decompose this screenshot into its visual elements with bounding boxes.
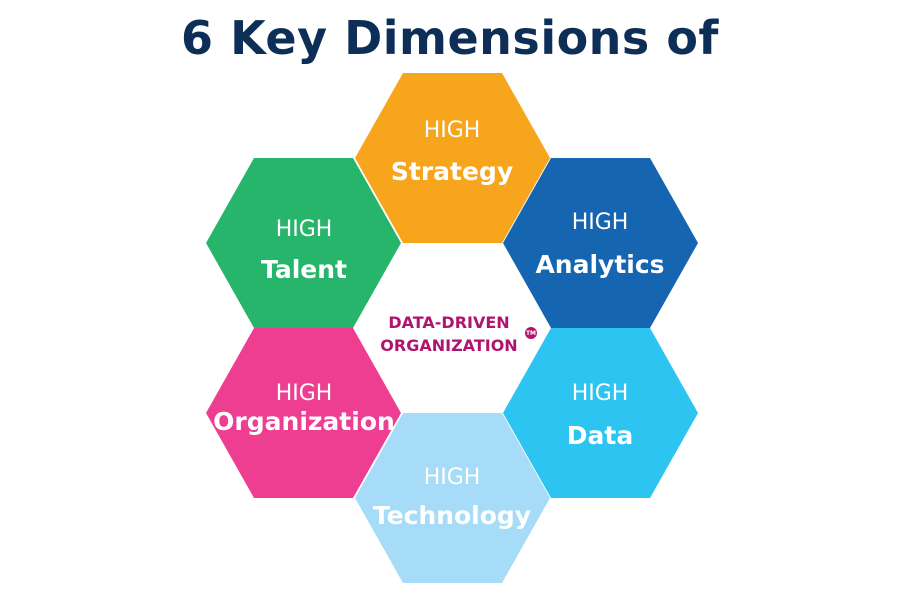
hexagon-data-shape (503, 328, 698, 498)
hexagon-organization: HIGH Organization (206, 328, 401, 498)
hexagon-organization-name: Organization (213, 407, 395, 436)
hexagon-analytics-shape (503, 158, 698, 328)
hexagon-analytics: HIGH Analytics (503, 158, 698, 328)
hexagon-strategy-name: Strategy (391, 157, 513, 186)
hexagon-analytics-name: Analytics (535, 250, 664, 279)
trademark-label: TM (526, 330, 536, 337)
trademark-badge (525, 327, 537, 339)
hexagon-technology-shape (355, 413, 550, 583)
hexagon-data-name: Data (567, 421, 633, 450)
hexagon-organization-level: HIGH (276, 381, 333, 406)
hexagon-talent-name: Talent (261, 255, 347, 284)
hexagon-talent-level: HIGH (276, 217, 333, 242)
hexagon-analytics-level: HIGH (572, 210, 629, 235)
hexagon-data-level: HIGH (572, 381, 629, 406)
hexagon-strategy-shape (355, 73, 550, 243)
hexagon-technology-level: HIGH (424, 465, 481, 490)
center-label-line2: ORGANIZATION (380, 336, 517, 355)
hexagon-technology-name: Technology (373, 501, 531, 530)
hexagon-talent-shape (206, 158, 401, 328)
hexagon-data: HIGH Data (503, 328, 698, 498)
center-label-line1: DATA-DRIVEN (388, 313, 509, 332)
hexagon-technology: HIGH Technology (355, 413, 550, 583)
hexagon-strategy-level: HIGH (424, 118, 481, 143)
hexagon-strategy: HIGH Strategy (355, 73, 550, 243)
hexagon-organization-shape (206, 328, 401, 498)
page-title: 6 Key Dimensions of (181, 11, 719, 65)
hexagon-talent: HIGH Talent (206, 158, 401, 328)
center-label: DATA-DRIVEN ORGANIZATION TM (380, 313, 537, 355)
